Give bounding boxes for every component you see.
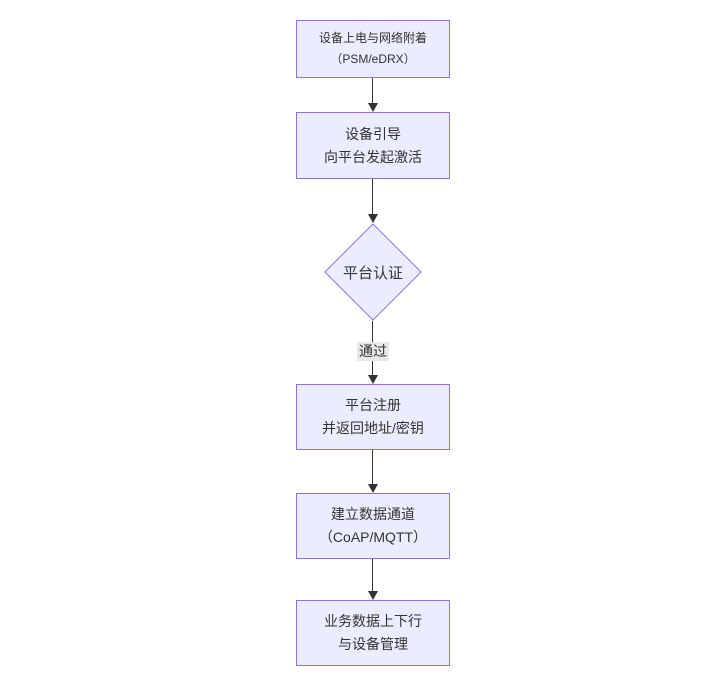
- edge-line-5: [372, 559, 373, 592]
- arrow-down-icon: [368, 484, 378, 493]
- arrow-down-icon: [368, 591, 378, 600]
- flow-node-bootstrap: 设备引导 向平台发起激活: [296, 112, 450, 179]
- node-text-line: 平台注册: [345, 397, 401, 413]
- node-text-line: （CoAP/MQTT）: [318, 529, 428, 545]
- node-text-line: 设备上电与网络附着: [318, 31, 427, 45]
- node-text-line: 与设备管理: [338, 636, 408, 652]
- node-text-line: 业务数据上下行: [324, 613, 422, 629]
- flow-node-business-data: 业务数据上下行 与设备管理: [296, 600, 450, 666]
- node-text-line: （PSM/eDRX）: [330, 52, 416, 66]
- flow-node-power-attach: 设备上电与网络附着 （PSM/eDRX）: [296, 20, 450, 78]
- arrow-down-icon: [368, 214, 378, 223]
- arrow-down-icon: [368, 375, 378, 384]
- arrow-down-icon: [368, 103, 378, 112]
- node-text-line: 平台认证: [342, 264, 403, 282]
- flow-node-platform-register: 平台注册 并返回地址/密钥: [296, 384, 450, 450]
- flow-node-platform-auth-decision: 平台认证: [323, 223, 423, 321]
- edge-line-4: [372, 450, 373, 485]
- edge-line-1: [372, 78, 373, 104]
- node-text-line: 建立数据通道: [331, 506, 415, 522]
- node-text-line: 设备引导: [345, 125, 401, 142]
- flow-node-data-channel: 建立数据通道 （CoAP/MQTT）: [296, 493, 450, 559]
- edge-line-2: [372, 179, 373, 215]
- node-text-line: 并返回地址/密钥: [322, 420, 424, 436]
- edge-label-pass: 通过: [357, 342, 389, 361]
- node-text-line: 向平台发起激活: [324, 148, 422, 165]
